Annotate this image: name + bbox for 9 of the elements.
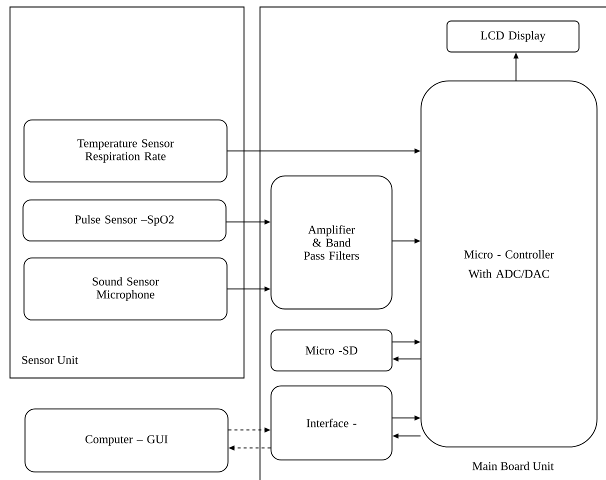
sensor-box: Sound Sensor Microphone [24,258,228,320]
storage-box: Micro -SD [270,330,392,372]
amplifier-box: Amplifier & Band Pass Filters [270,176,392,310]
display-box: LCD Display [446,20,580,52]
sensor-box: Temperature Sensor Respiration Rate [24,120,228,182]
sensor-box: Pulse Sensor –SpO2 [22,200,226,242]
computer-box: Computer – GUI [24,408,228,472]
interface-box: Interface - [270,386,392,460]
microcontroller-box: Micro - Controller With ADC/DAC [420,80,598,448]
